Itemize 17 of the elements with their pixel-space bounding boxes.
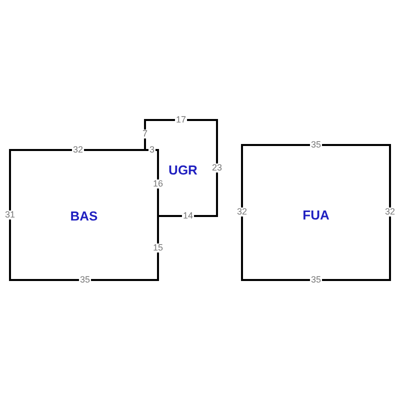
room-name: FUA <box>302 208 330 222</box>
dimension-label: 7 <box>142 130 148 138</box>
dimension-label: 35 <box>310 276 322 284</box>
dimension-label: 32 <box>384 208 396 216</box>
room-name: UGR <box>168 162 198 178</box>
dimension-label: 35 <box>79 276 91 284</box>
dimension-label: 16 <box>152 180 164 188</box>
dimension-label: 35 <box>310 140 322 150</box>
dimension-label: 32 <box>236 208 248 216</box>
dimension-label: 15 <box>152 244 164 252</box>
dimension-label: 17 <box>175 116 187 124</box>
dimension-label: 3 <box>148 146 156 154</box>
room-name: BAS <box>70 208 98 224</box>
dimension-label: 32 <box>72 146 84 154</box>
dimension-label: 31 <box>4 210 16 220</box>
dimension-label: 14 <box>182 212 194 220</box>
dimension-label: 23 <box>211 164 223 172</box>
